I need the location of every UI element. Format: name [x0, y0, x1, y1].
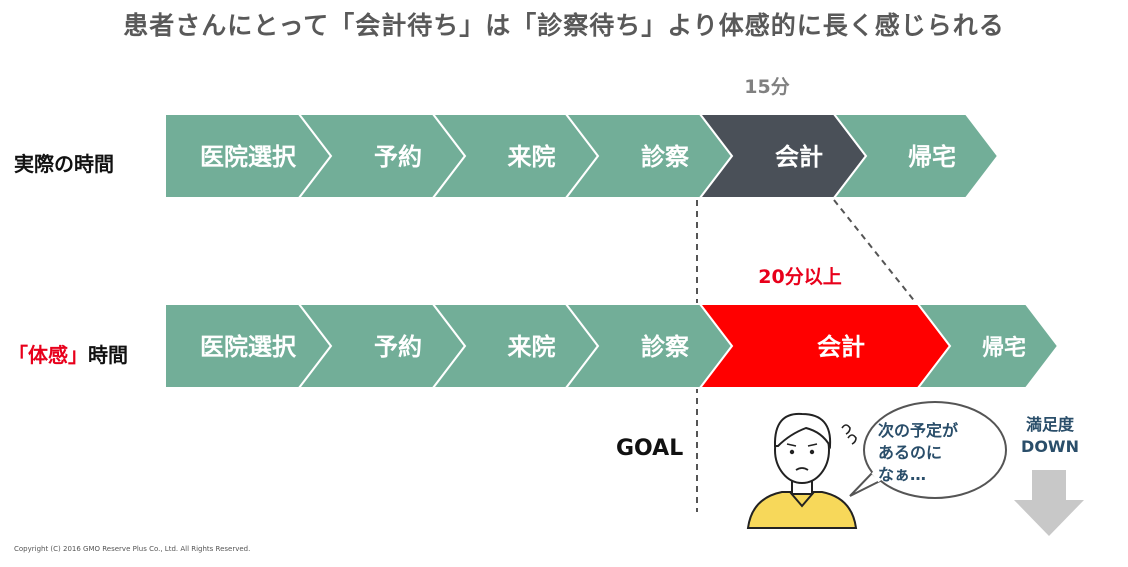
row-label-felt-text: 時間 [88, 343, 128, 367]
goal-label: GOAL [616, 436, 684, 461]
row-label-felt-highlight: 「体感」 [8, 343, 88, 367]
process-step-label: 診察 [641, 143, 690, 171]
speech-line: 次の予定が [878, 421, 959, 440]
page-title: 患者さんにとって「会計待ち」は「診察待ち」より体感的に長く感じられる [123, 11, 1005, 40]
speech-line: なぁ… [878, 465, 927, 484]
process-step-label: 予約 [374, 143, 422, 171]
process-step-label: 帰宅 [982, 335, 1026, 361]
process-step-label: 医院選択 [200, 143, 297, 171]
actual-duration-label: 15分 [744, 76, 790, 98]
dashed-guide-line [833, 199, 917, 304]
copyright-notice: Copyright (C) 2016 GMO Reserve Plus Co.,… [14, 545, 251, 553]
satisfaction-label: 満足度 [1025, 415, 1074, 434]
process-step-label: 診察 [641, 333, 690, 361]
felt-duration-label: 20分以上 [758, 266, 842, 288]
row-label-actual: 実際の時間 [14, 148, 114, 177]
satisfaction-direction: DOWN [1021, 437, 1079, 456]
satisfaction-down-label: 満足度 DOWN [1010, 414, 1090, 458]
process-step-arrow [831, 113, 1000, 199]
speech-line: あるのに [878, 443, 943, 462]
speech-bubble-icon [849, 401, 1007, 499]
row-label-actual-text: 実際の時間 [14, 152, 114, 176]
process-step-label: 医院選択 [200, 333, 297, 361]
speech-bubble-text: 次の予定が あるのに なぁ… [878, 420, 998, 486]
row-label-felt: 「体感」時間 [8, 339, 128, 368]
process-step-label: 予約 [374, 333, 422, 361]
process-step-label: 会計 [775, 143, 823, 171]
row-felt-steps: 医院選択 予約 来院 診察 会計 帰宅 [164, 303, 1060, 389]
down-arrow-icon [1014, 470, 1084, 536]
row-actual-steps: 医院選択 予約 来院 診察 会計 帰宅 [164, 113, 1000, 199]
process-step-label: 来院 [508, 143, 556, 171]
process-step-label: 会計 [817, 333, 865, 361]
process-step-label: 来院 [508, 333, 556, 361]
process-step-label: 帰宅 [908, 143, 956, 171]
worried-person-icon [746, 412, 858, 529]
process-step-arrow [915, 303, 1060, 389]
